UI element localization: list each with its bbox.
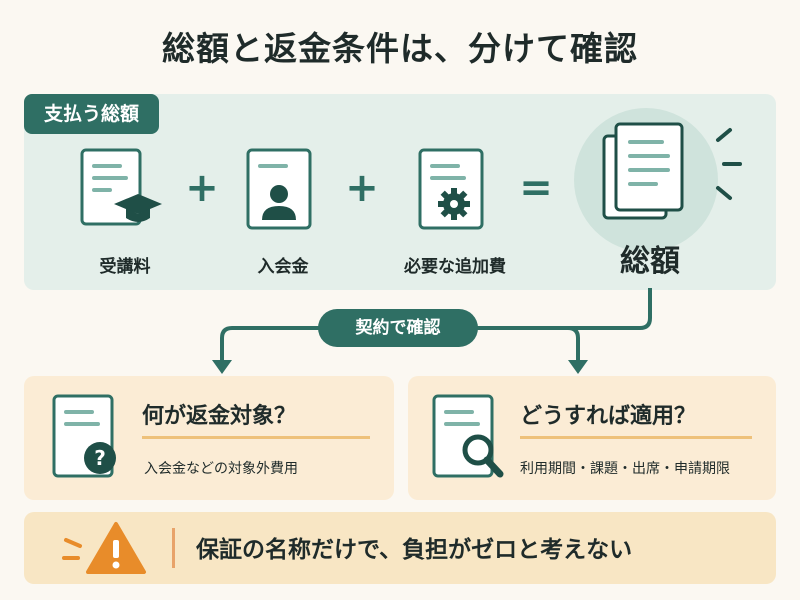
document-gear-icon [418,148,484,230]
equals-operator: = [519,165,553,211]
refund-condition-card: どうすれば適用？ 利用期間・課題・出席・申請期限 [408,376,776,500]
document-question-icon: ? [52,394,116,478]
total-label: 総額 [620,244,680,279]
card-title: どうすれば適用？ [520,404,697,429]
document-graduation-cap-icon [80,148,162,226]
card-underline [142,436,370,439]
plus-operator: + [185,165,219,211]
document-magnifier-icon [432,394,504,478]
item-label: 必要な追加費 [404,257,506,277]
plus-operator: + [345,165,379,211]
refund-target-card: ? 何が返金対象？ 入会金などの対象外費用 [24,376,394,500]
section-label: 支払う総額 [24,94,160,134]
card-title: 何が返金対象？ [142,404,297,429]
card-underline [520,436,752,439]
item-label: 受講料 [99,257,151,277]
item-additional-fees: 必要な追加費 [380,94,530,284]
item-tuition: 受講料 [60,94,190,284]
page-title: 総額と返金条件は、分けて確認 [162,29,638,68]
svg-text:?: ? [94,446,106,470]
warning-divider [172,528,175,568]
stacked-documents-icon [602,122,742,220]
warning-text: 保証の名称だけで、負担がゼロと考えない [196,537,633,563]
card-text: 入会金などの対象外費用 [144,461,298,477]
card-text: 利用期間・課題・出席・申請期限 [520,461,730,477]
warning-triangle-icon [62,522,146,574]
item-label: 入会金 [257,257,309,277]
flow-label-pill: 契約で確認 [318,309,478,347]
warning-bar [24,512,776,584]
item-enrollment-fee: 入会金 [228,94,338,284]
document-person-icon [246,148,312,230]
